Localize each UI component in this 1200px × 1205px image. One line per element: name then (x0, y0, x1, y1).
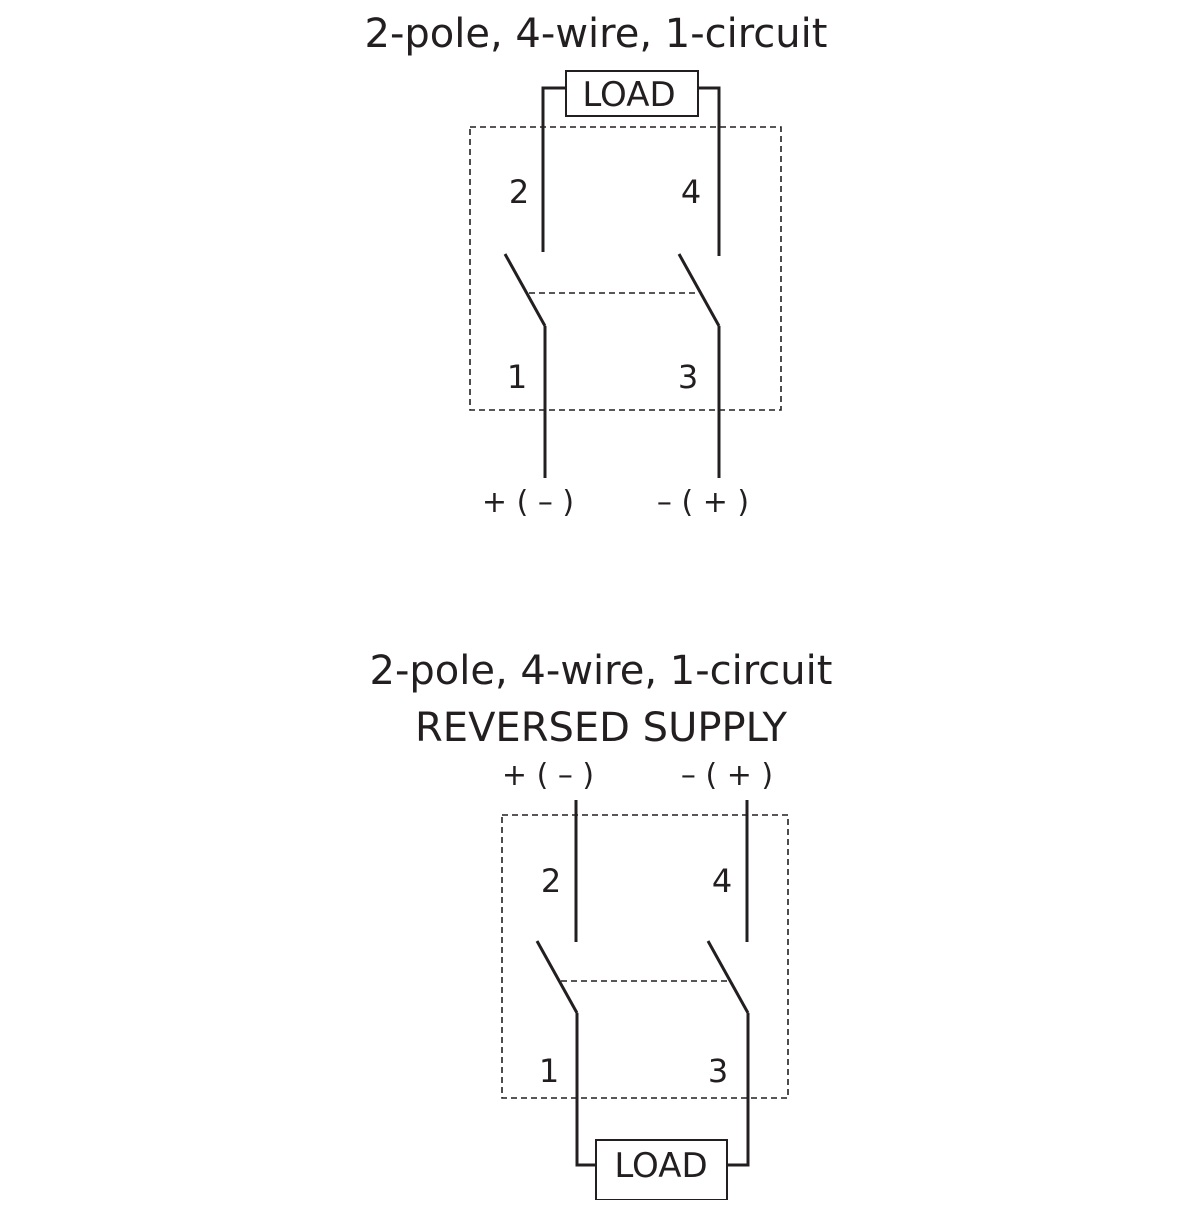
bottom-terminal-4: 4 (712, 862, 732, 900)
top-terminal-3: 3 (678, 358, 698, 396)
top-load-label: LOAD (582, 75, 675, 115)
top-terminal-2: 2 (509, 173, 529, 211)
diagram-bottom-title: 2-pole, 4-wire, 1-circuit (370, 648, 833, 694)
bottom-load-label: LOAD (614, 1146, 707, 1186)
bottom-terminal-1: 1 (539, 1052, 559, 1090)
bottom-supply-left-label: + ( – ) (502, 758, 594, 793)
top-switch-blade-right (677, 253, 721, 327)
top-terminal-4: 4 (681, 173, 701, 211)
bottom-supply-right-label: – ( + ) (681, 758, 773, 793)
diagram-top: 2-pole, 4-wire, 1-circuit LOAD 2 4 1 3 +… (365, 11, 828, 520)
bottom-terminal-2: 2 (541, 862, 561, 900)
bottom-load-wire-left (575, 1013, 596, 1167)
top-supply-right-label: – ( + ) (657, 485, 749, 520)
bottom-switch-housing (501, 814, 789, 1099)
diagram-bottom: 2-pole, 4-wire, 1-circuit REVERSED SUPPL… (370, 648, 833, 1201)
top-switch-housing (469, 126, 782, 411)
top-supply-left-label: + ( – ) (482, 485, 574, 520)
bottom-load-wire-right (727, 1013, 750, 1167)
top-switch-blade-left (503, 253, 547, 327)
bottom-switch-blade-left (535, 940, 579, 1014)
top-load-box (565, 70, 699, 117)
top-terminal-1: 1 (507, 358, 527, 396)
top-load-wire-left (541, 86, 566, 252)
bottom-load-box (595, 1139, 728, 1201)
bottom-terminal-3: 3 (708, 1052, 728, 1090)
diagram-top-title: 2-pole, 4-wire, 1-circuit (365, 11, 828, 57)
bottom-switch-blade-right (706, 940, 750, 1014)
diagram-bottom-subtitle: REVERSED SUPPLY (415, 705, 788, 751)
top-load-wire-right (698, 86, 721, 256)
